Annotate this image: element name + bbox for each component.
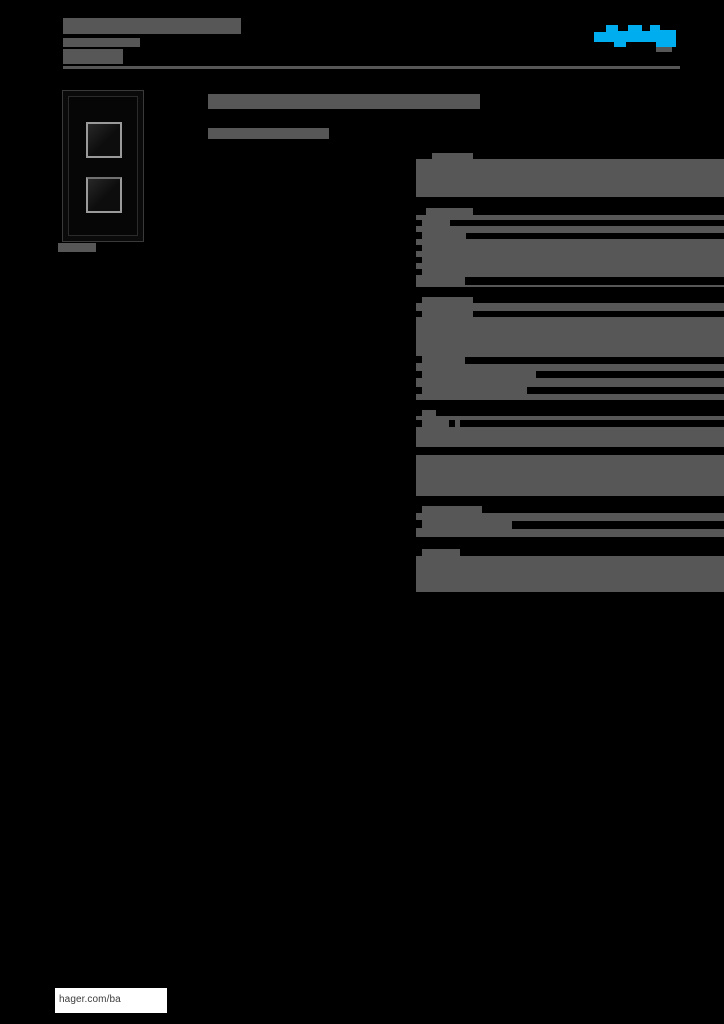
spec-row-value-gap (460, 420, 724, 427)
section-6-heading-gap (460, 549, 724, 556)
product-caption (58, 243, 96, 252)
spec-row-gap (416, 257, 422, 263)
spec-section-1 (416, 153, 724, 200)
product-image (62, 90, 144, 242)
spec-row-value-gap (466, 233, 724, 239)
section-2-heading-gap (473, 208, 724, 215)
spec-row-value-gap (465, 277, 724, 285)
spec-row-gap (416, 245, 422, 251)
spec-section-6 (416, 549, 724, 592)
spec-row-value-gap (473, 311, 724, 317)
section-6-heading-gap (416, 549, 422, 556)
spec-section-4b (416, 455, 724, 496)
section-3-heading-gap (416, 297, 422, 303)
gang-highlight (88, 124, 120, 156)
product-frame-outer (62, 90, 144, 242)
spec-row-gap (416, 420, 422, 427)
logo-notch (626, 42, 656, 47)
page-title (208, 94, 480, 109)
spec-row-value-gap (536, 371, 724, 378)
spec-row-gap (416, 400, 724, 403)
footer-url-box[interactable]: hager.com/ba (55, 988, 167, 1013)
logo-shadow (656, 47, 672, 52)
section-4-heading-gap (436, 410, 724, 416)
page-subtitle (208, 128, 329, 139)
header-title-line-2 (63, 38, 140, 47)
spec-row-value-gap (512, 521, 724, 529)
section-2-heading-gap (416, 208, 426, 215)
spec-row-gap (416, 269, 422, 275)
spec-row-gap (416, 311, 422, 317)
logo-notch (660, 25, 676, 30)
logo-notch (618, 25, 628, 31)
spec-row-gap (416, 232, 422, 239)
spec-row-gap (416, 520, 422, 528)
hager-logo (594, 25, 676, 52)
spec-row-value-gap (465, 357, 724, 364)
section-4-heading-gap (416, 410, 422, 416)
gang-highlight (88, 179, 120, 211)
product-gang-opening-bottom (86, 177, 122, 213)
spec-row-value-gap (527, 387, 724, 394)
spec-section-2 (416, 208, 724, 287)
section-1-heading-gap (416, 153, 432, 159)
spec-row-gap (416, 197, 724, 200)
header-title-line-3 (63, 49, 123, 64)
header-title-line-1 (63, 18, 241, 34)
product-gang-opening-top (86, 122, 122, 158)
section-3-heading-gap (473, 297, 724, 303)
spec-row-value-gap (450, 220, 724, 226)
spec-row-gap (416, 356, 422, 363)
spec-section-3 (416, 297, 724, 403)
footer-url-label: hager.com/ba (59, 994, 121, 1005)
spec-section-4 (416, 410, 724, 462)
hager-logo-wordmark (594, 25, 676, 47)
logo-notch (594, 25, 606, 32)
logo-notch (594, 42, 614, 47)
logo-notch (642, 25, 650, 31)
section-5-heading-gap (482, 506, 724, 513)
header-divider (63, 66, 680, 69)
spec-row-gap (416, 371, 422, 378)
spec-row-gap (416, 387, 422, 394)
product-frame-inner (68, 96, 138, 236)
page-header (0, 0, 724, 80)
spec-row-value-gap (449, 420, 455, 427)
section-1-heading-gap (473, 153, 724, 159)
spec-section-5 (416, 506, 724, 537)
spec-row-gap (416, 220, 422, 226)
section-5-heading-gap (416, 506, 422, 513)
